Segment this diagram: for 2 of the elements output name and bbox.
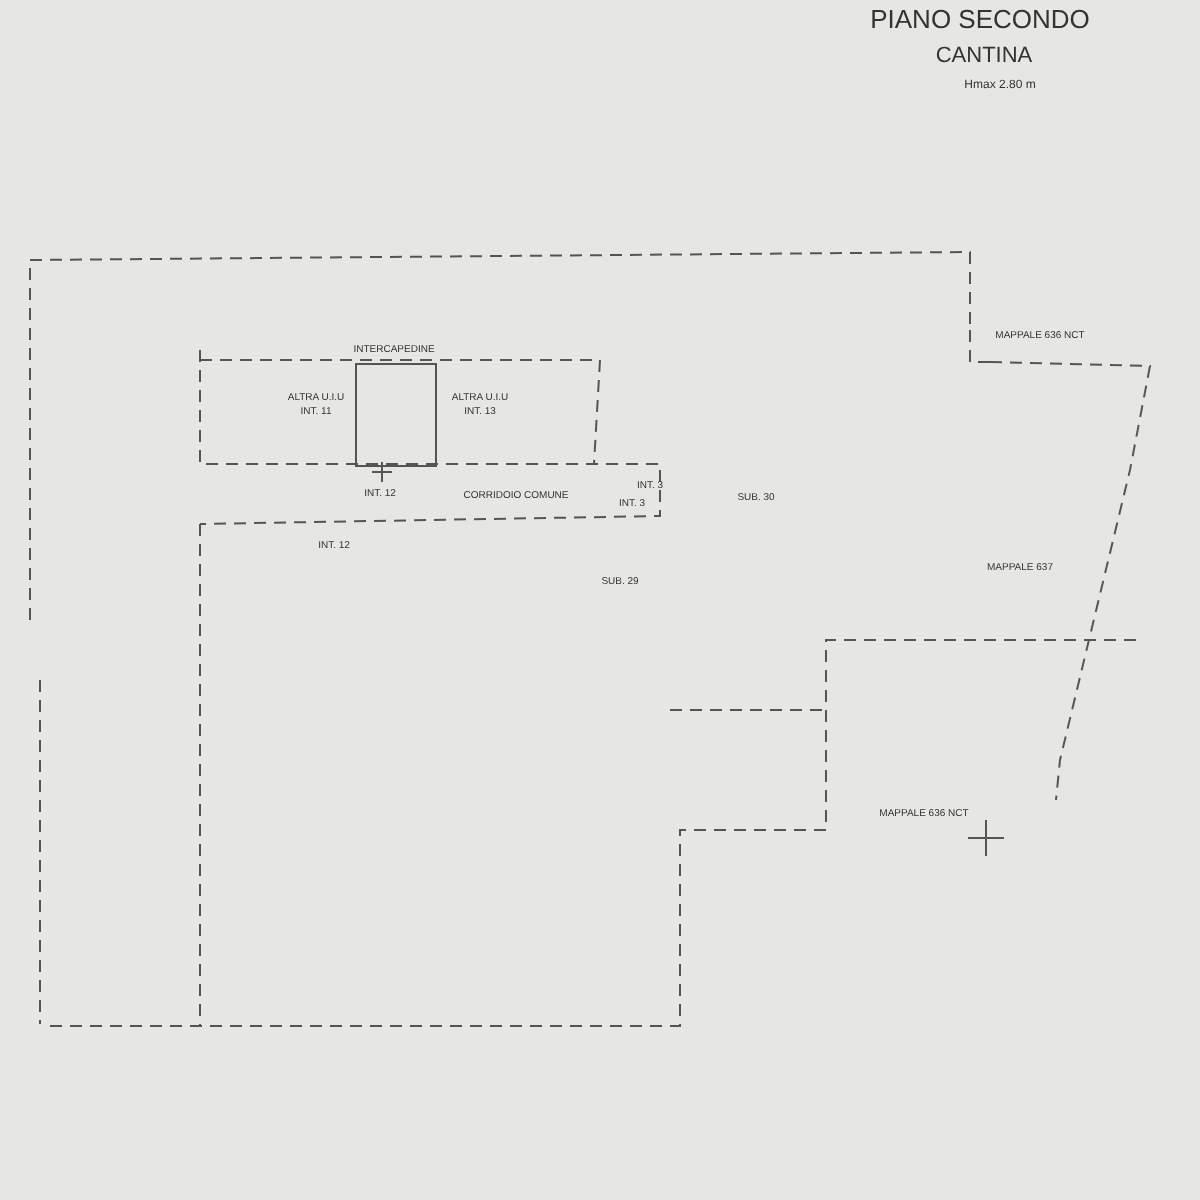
room-label: CANTINA bbox=[935, 44, 1033, 68]
plan-title: PIANO SECONDO bbox=[870, 4, 1090, 34]
